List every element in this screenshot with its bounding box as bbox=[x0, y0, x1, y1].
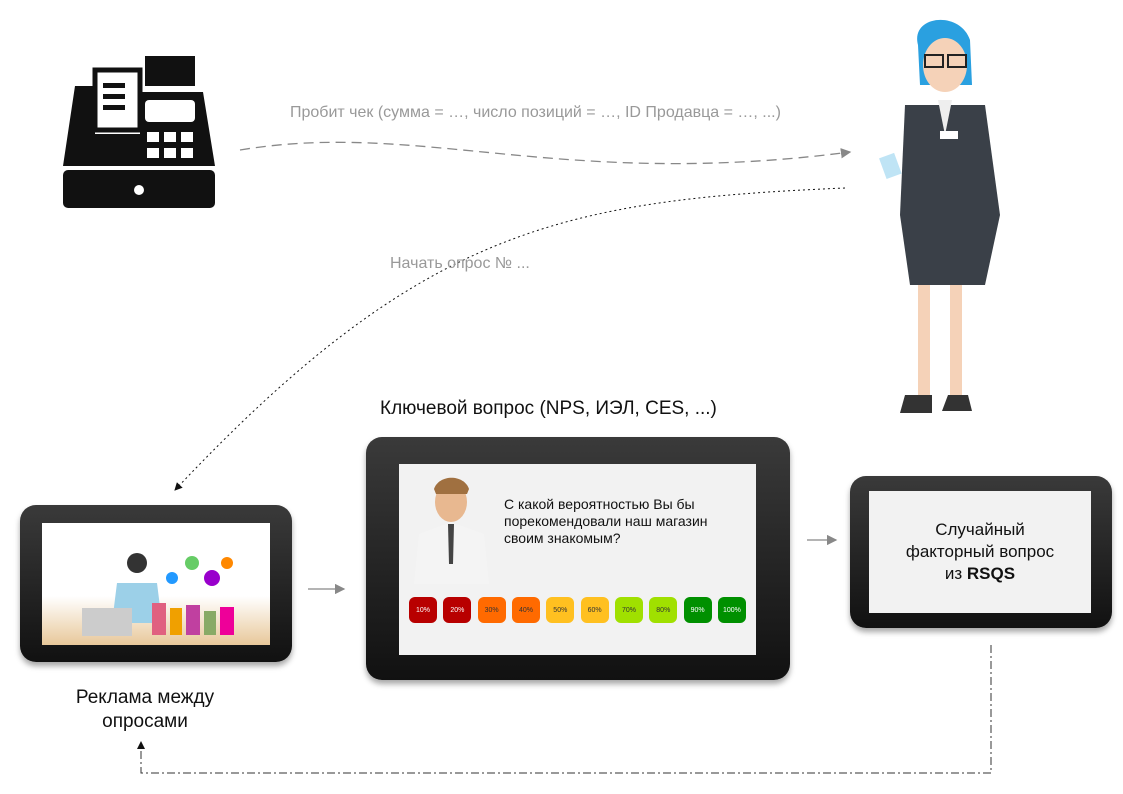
survey-screen: С какой вероятностью Вы бы порекомендова… bbox=[399, 464, 756, 655]
start-survey-arrow bbox=[174, 187, 846, 491]
receipt-arrow bbox=[239, 141, 852, 165]
rq-line3-prefix: из bbox=[944, 564, 967, 583]
rating-button[interactable]: 20% bbox=[443, 597, 472, 623]
random-question-tablet: Случайный факторный вопрос из RSQS bbox=[850, 476, 1112, 628]
rating-button[interactable]: 80% bbox=[649, 597, 678, 623]
rating-button[interactable]: 100% bbox=[717, 597, 746, 623]
man-photo bbox=[414, 477, 489, 584]
cash-register-icon bbox=[63, 56, 215, 208]
survey-question: С какой вероятностью Вы бы порекомендова… bbox=[504, 496, 708, 546]
random-question-screen: Случайный факторный вопрос из RSQS bbox=[869, 491, 1091, 613]
rating-button[interactable]: 30% bbox=[477, 597, 506, 623]
key-question-tablet: С какой вероятностью Вы бы порекомендова… bbox=[366, 437, 790, 680]
rating-button[interactable]: 10% bbox=[409, 597, 437, 623]
ads-label: Реклама между опросами bbox=[75, 687, 215, 732]
rating-button[interactable]: 70% bbox=[614, 597, 643, 623]
key-question-label: Ключевой вопрос (NPS, ИЭЛ, CES, ...) bbox=[380, 398, 717, 419]
rating-button[interactable]: 60% bbox=[580, 597, 609, 623]
rq-line2: факторный вопрос bbox=[905, 542, 1055, 561]
shop-assistant-figure bbox=[879, 19, 1000, 413]
rating-button[interactable]: 90% bbox=[683, 597, 712, 623]
receipt-label: Пробит чек (сумма = …, число позиций = …… bbox=[290, 104, 781, 121]
ad-image bbox=[42, 523, 270, 645]
ads-tablet bbox=[20, 505, 292, 662]
rq-line1: Случайный bbox=[935, 520, 1025, 539]
rq-rsqs: RSQS bbox=[966, 564, 1016, 583]
loop-back-arrow bbox=[137, 645, 992, 774]
start-survey-label: Начать опрос № ... bbox=[390, 255, 530, 272]
rating-button[interactable]: 50% bbox=[546, 597, 575, 623]
rating-button[interactable]: 40% bbox=[511, 597, 540, 623]
